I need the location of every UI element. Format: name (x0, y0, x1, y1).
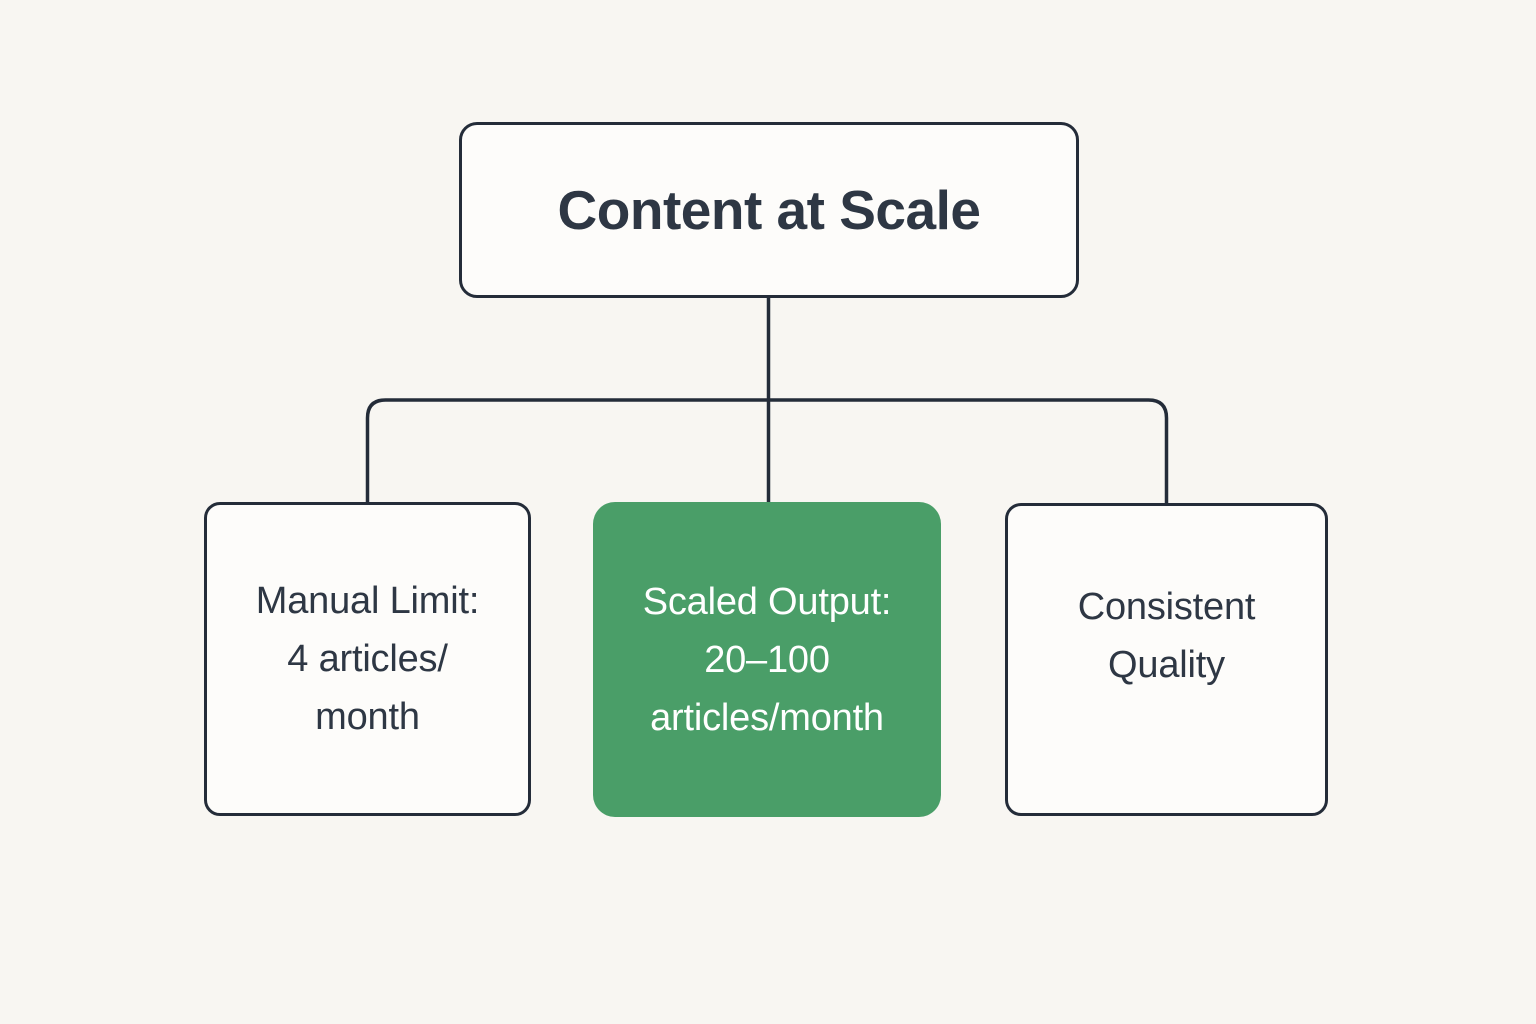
node-manual-limit: Manual Limit: 4 articles/ month (204, 502, 531, 816)
node-line: 4 articles/ (287, 638, 448, 680)
root-node-label: Content at Scale (557, 179, 981, 241)
node-line: articles/month (650, 696, 884, 739)
connector-bracket (365, 398, 1169, 503)
node-manual-limit-text: Manual Limit: 4 articles/ month (255, 572, 480, 746)
node-line: Manual Limit: (255, 580, 480, 622)
node-consistent-quality-text: Consistent Quality (1078, 578, 1256, 742)
node-consistent-quality: Consistent Quality (1005, 503, 1328, 816)
node-line: Quality (1108, 643, 1225, 686)
node-line: Scaled Output: (642, 580, 892, 623)
node-line: 20–100 (704, 638, 830, 681)
node-scaled-output: Scaled Output: 20–100 articles/month (593, 502, 941, 817)
node-scaled-output-text: Scaled Output: 20–100 articles/month (643, 573, 892, 747)
node-line: month (315, 696, 420, 738)
node-content-at-scale: Content at Scale (459, 122, 1079, 298)
node-line: Consistent (1077, 585, 1256, 628)
